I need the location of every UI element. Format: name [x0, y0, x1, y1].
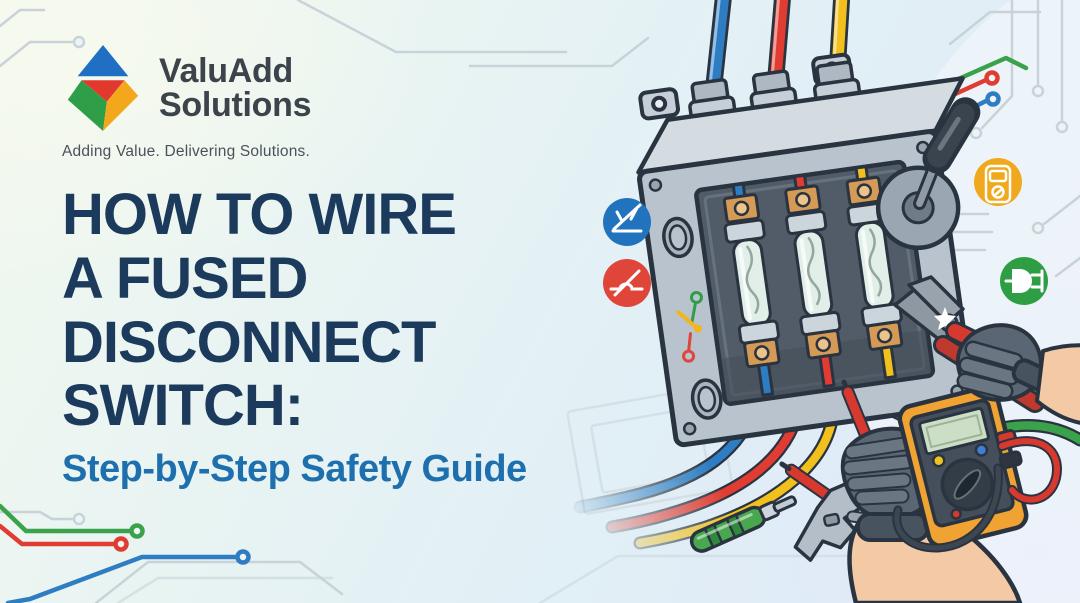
brand-name-line1: ValuAdd — [159, 52, 293, 90]
multimeter-screen — [918, 406, 990, 456]
outgoing-wire-red — [607, 403, 804, 532]
glove-hand-probe — [840, 379, 940, 542]
screwdriver — [689, 495, 797, 553]
headline-line-4: SWITCH: — [62, 373, 304, 439]
brand-name: ValuAdd Solutions — [159, 54, 311, 122]
text-content: ValuAdd Solutions Adding Value. Deliveri… — [62, 42, 622, 491]
switch-state-symbol — [676, 290, 703, 363]
logo-left-facet — [67, 80, 107, 131]
logo-top-triangle — [77, 45, 129, 77]
headline-line-3: DISCONNECT — [62, 309, 436, 375]
multimeter-badge-icon — [974, 158, 1022, 206]
brand-tagline: Adding Value. Delivering Solutions. — [62, 143, 310, 160]
logo-right-facet — [103, 80, 139, 131]
multimeter-leads — [892, 436, 1062, 553]
fuse-badge-icon — [603, 259, 651, 307]
glove-hand-pliers — [893, 275, 1080, 425]
page-subtitle: Step-by-Step Safety Guide — [62, 448, 527, 491]
brand-name-line2: Solutions — [159, 86, 312, 124]
knockout-holes — [662, 216, 723, 420]
headline-line-1: HOW TO WIRE — [62, 182, 457, 247]
plug-badge-icon — [1000, 257, 1048, 305]
cartridge-fuse — [784, 173, 842, 389]
logo-center-facet — [81, 80, 125, 102]
cartridge-fuse — [722, 182, 781, 397]
switch-handle — [875, 97, 981, 251]
disconnect-switch-badge-icon — [603, 198, 651, 246]
forearm — [1035, 343, 1080, 425]
signal-lines-bottom-left — [0, 503, 251, 603]
brand-logo-icon — [67, 45, 139, 131]
headline-line-2: A FUSED — [62, 245, 308, 311]
page-title: HOW TO WIRE A FUSED DISCONNECT SWITCH: — [62, 183, 622, 438]
multimeter — [897, 385, 1029, 549]
brand-logo-row: ValuAdd Solutions — [62, 42, 622, 134]
disconnect-switch-box — [636, 52, 981, 448]
badge-icons — [603, 158, 1048, 307]
